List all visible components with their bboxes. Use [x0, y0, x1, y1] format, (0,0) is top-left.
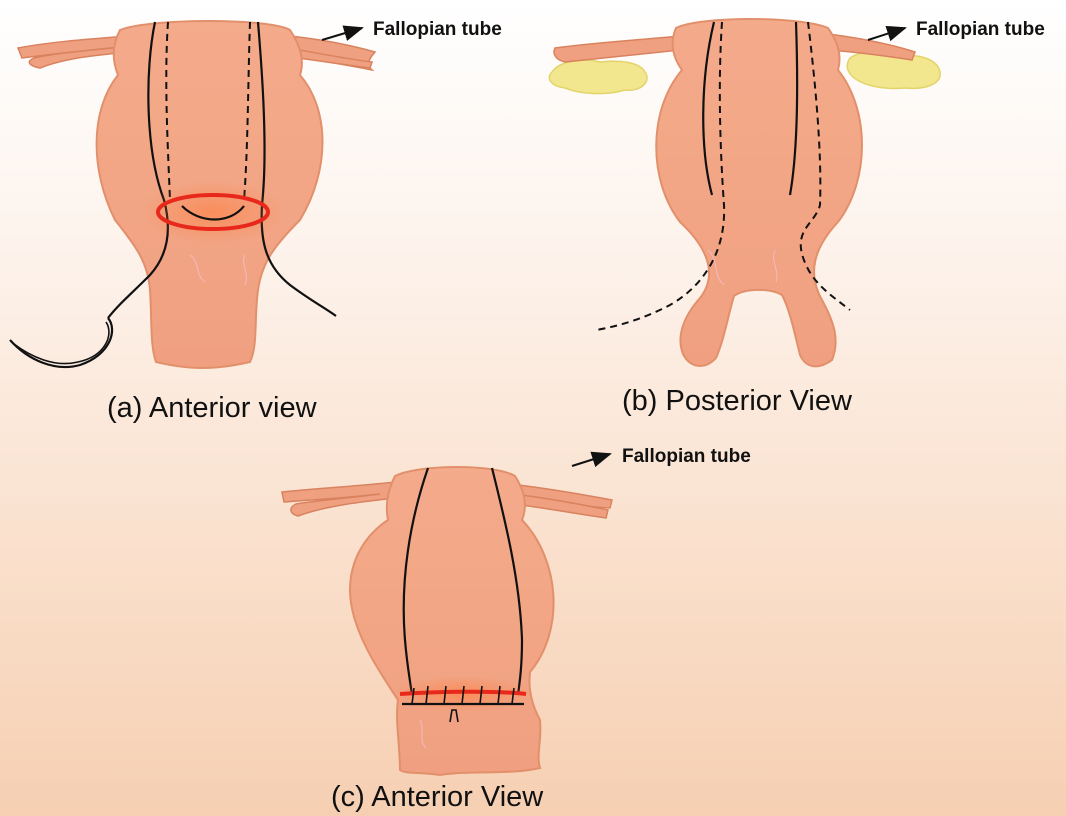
panel-b-posterior — [549, 19, 940, 366]
fallopian-tube-label-a: Fallopian tube — [322, 19, 502, 40]
view-a-caption: (a) Anterior view — [107, 392, 318, 424]
fallopian-tube-label-b: Fallopian tube — [868, 19, 1045, 40]
fallopian-tube-text-b: Fallopian tube — [916, 19, 1045, 40]
panel-c-anterior — [282, 467, 612, 775]
uterus-c — [350, 467, 554, 775]
fallopian-tube-left-b — [554, 36, 680, 62]
view-b-caption: (b) Posterior View — [622, 385, 853, 417]
ring-glow-a — [141, 180, 285, 244]
uterus-b — [656, 19, 862, 366]
fallopian-tube-label-c: Fallopian tube — [572, 446, 751, 467]
fallopian-tube-left-c — [282, 482, 395, 516]
fallopian-tube-text-c: Fallopian tube — [622, 446, 751, 467]
fallopian-tube-text-a: Fallopian tube — [373, 19, 502, 40]
ovary-left-b — [549, 60, 647, 93]
panel-a-anterior — [10, 21, 375, 368]
needle-icon — [10, 318, 112, 367]
view-c-caption: (c) Anterior View — [331, 781, 544, 813]
